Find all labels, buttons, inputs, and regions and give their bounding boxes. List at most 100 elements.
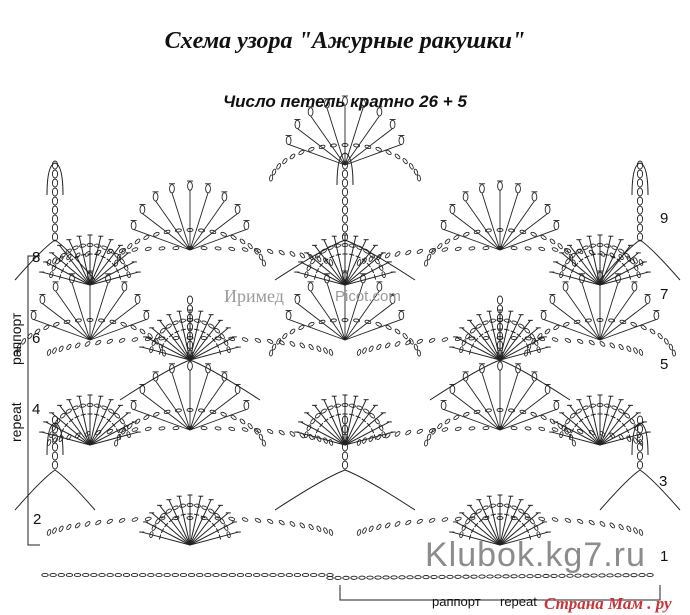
stitch-fan <box>300 421 346 446</box>
base-chain-arc <box>158 336 166 341</box>
fan-chain-arc <box>533 524 539 531</box>
picot-shell <box>310 290 346 341</box>
fan-chain-arc <box>59 252 66 259</box>
stitch-fan <box>306 252 346 286</box>
stitch-fan <box>319 262 324 268</box>
row-number-9: 9 <box>660 210 669 227</box>
base-chain-arc <box>405 429 412 436</box>
chain-column <box>636 460 644 470</box>
picot-shell <box>39 294 46 305</box>
picot-shell <box>360 274 366 284</box>
stitch-fan <box>335 413 341 416</box>
shell-chain-arc <box>161 349 166 357</box>
fan-chain-arc <box>363 248 370 254</box>
base-chain-arc <box>538 426 546 431</box>
stitch-fan <box>45 261 91 286</box>
chain-column <box>636 223 644 233</box>
base-chain-arc <box>368 525 374 532</box>
shell-chain-arc <box>86 318 94 322</box>
chain-column <box>341 415 349 425</box>
fan-chain-arc <box>629 258 635 265</box>
chain-column <box>51 451 59 461</box>
chain-column <box>341 169 349 179</box>
picot-shell <box>130 220 137 231</box>
base-chain-arc <box>468 246 476 251</box>
stitch-fan <box>525 528 530 534</box>
stitch-fan <box>180 328 186 331</box>
base-chain-arc <box>394 251 401 257</box>
base-chain-arc <box>228 246 236 251</box>
stitch-fan <box>355 415 361 419</box>
shell-chain-arc <box>531 338 537 345</box>
foundation-chain <box>550 573 558 578</box>
shell-chain-arc <box>671 349 676 357</box>
base-chain-arc <box>510 516 518 521</box>
shell-chain-arc <box>153 338 159 345</box>
fan-chain-arc <box>226 531 231 539</box>
base-chain-arc <box>46 529 52 536</box>
shell-chain-arc <box>53 321 60 327</box>
base-chain-arc <box>106 518 113 524</box>
fan-chain-arc <box>94 243 101 248</box>
fan-chain-arc <box>504 318 511 323</box>
picot-shell <box>398 135 405 146</box>
stitch-fan <box>115 268 120 274</box>
fan-chain-arc <box>114 412 121 419</box>
shell-chain-arc <box>289 328 296 335</box>
fan-chain-arc <box>165 508 172 514</box>
row-number-4: 4 <box>32 401 41 418</box>
base-chain-arc <box>468 336 476 341</box>
shell-chain-arc <box>375 321 382 327</box>
stitch-fan <box>349 413 355 416</box>
foundation-chain <box>366 575 374 580</box>
shell-chain-arc <box>630 321 637 327</box>
fan-chain-arc <box>604 243 611 248</box>
stitch-fan <box>215 343 220 349</box>
base-chain-arc <box>308 433 314 441</box>
stitch-fan <box>521 337 526 343</box>
fan-chain-arc <box>459 346 464 354</box>
fan-chain-arc <box>589 243 596 248</box>
lattice-legs <box>274 239 416 281</box>
picot-shell <box>552 303 601 341</box>
base-chain-arc <box>316 255 322 262</box>
picot-shell <box>189 372 209 431</box>
picot-shell <box>189 409 247 431</box>
fan-chain-arc <box>155 518 161 525</box>
base-chain-arc <box>241 247 249 252</box>
fan-chain-arc <box>465 333 471 340</box>
foundation-chain <box>220 572 228 578</box>
stitch-fan <box>174 515 180 519</box>
base-chain-arc <box>428 518 436 523</box>
picot-shell <box>544 204 551 215</box>
base-chain-arc <box>144 246 152 251</box>
base-chain-arc <box>58 525 64 532</box>
fan-chain-arc <box>214 512 221 519</box>
fan-chain-arc <box>565 418 571 425</box>
fan-chain-arc <box>310 418 316 425</box>
chain-column <box>341 232 349 242</box>
chain-column <box>341 214 349 224</box>
base-chain-arc <box>416 518 423 524</box>
foundation-chain <box>478 574 486 579</box>
lattice-legs <box>429 359 571 401</box>
fan-chain-arc <box>518 508 525 514</box>
end-loop <box>336 152 354 186</box>
picot-shell <box>30 310 37 321</box>
fan-chain-arc <box>496 318 504 322</box>
stitch-fan <box>528 534 532 540</box>
shell-chain-arc <box>563 248 569 255</box>
picot-shell <box>326 282 346 341</box>
base-chain-arc <box>316 525 322 532</box>
picot-shell <box>599 303 648 341</box>
stitch-fan <box>168 499 191 546</box>
base-chain-arc <box>289 521 296 527</box>
shell-chain-arc <box>557 243 563 250</box>
stitch-fan <box>189 499 212 546</box>
stitch-fan <box>599 399 622 446</box>
base-chain-arc <box>416 428 423 434</box>
shell-chain-arc <box>134 418 141 425</box>
chain-column <box>51 205 59 215</box>
shell-chain-arc <box>353 143 361 148</box>
stitch-fan <box>211 522 216 528</box>
